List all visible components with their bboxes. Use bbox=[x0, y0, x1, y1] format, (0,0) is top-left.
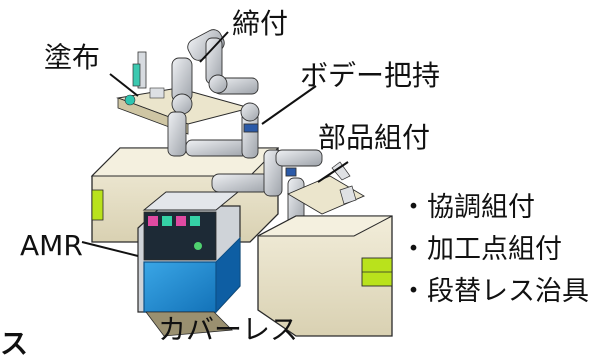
right-station bbox=[257, 215, 393, 337]
parts-fixture bbox=[287, 161, 365, 215]
amr-unit bbox=[137, 191, 241, 337]
coverless-label: カバーレス bbox=[158, 313, 299, 346]
fastening-robot-arm bbox=[171, 29, 259, 115]
coating-dispenser bbox=[124, 51, 165, 106]
leader-lines bbox=[81, 31, 349, 257]
fastening-label: 締付 bbox=[232, 7, 289, 40]
body-gripping-robot-arm bbox=[167, 102, 260, 159]
status-light-left bbox=[91, 189, 104, 221]
amr-base bbox=[145, 311, 233, 337]
feature-item: ・段替レス治具 bbox=[400, 276, 589, 307]
cropped-edge-text: ス bbox=[0, 327, 29, 360]
body-gripping-label: ボデー把持 bbox=[300, 59, 441, 92]
feature-item: ・加工点組付 bbox=[400, 234, 562, 265]
feature-item: ・協調組付 bbox=[400, 192, 535, 223]
parts-assembly-label: 部品組付 bbox=[318, 121, 431, 154]
amr-label: AMR bbox=[20, 229, 83, 262]
coating-label: 塗布 bbox=[44, 41, 101, 74]
